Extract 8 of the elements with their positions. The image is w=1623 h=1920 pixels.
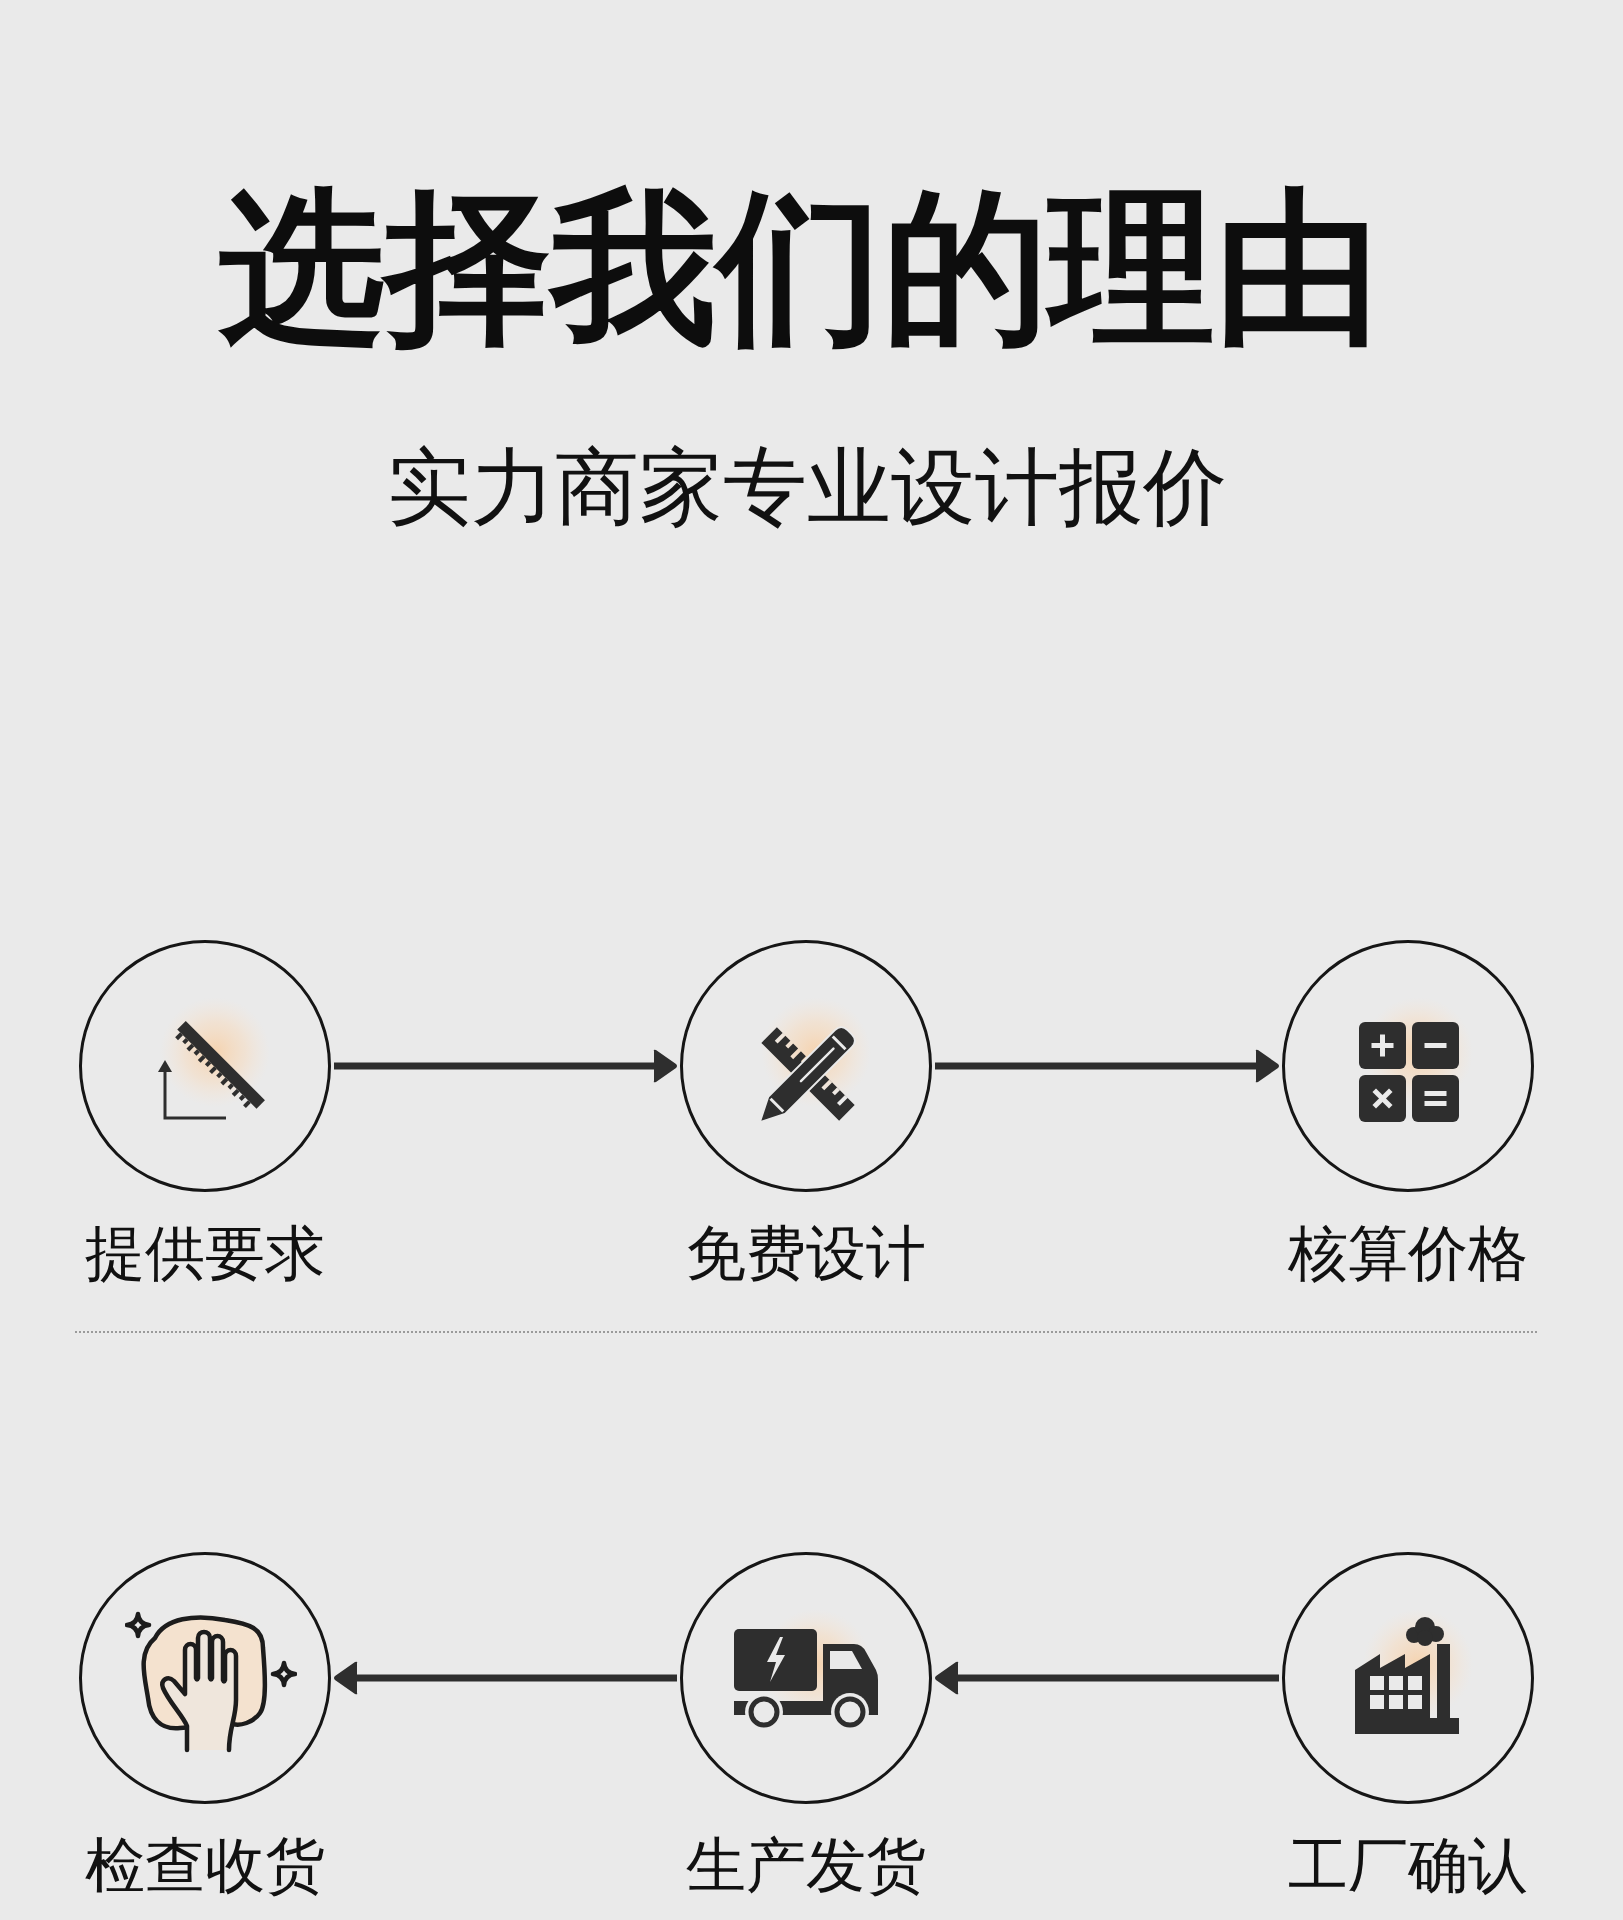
step-label: 核算价格 [1288,1223,1528,1283]
title: 选择我们的理由 [219,185,1381,351]
step-label: 工厂确认 [1288,1835,1528,1895]
subtitle: 实力商家专业设计报价 [387,445,1227,529]
step-label: 检查收货 [85,1835,325,1895]
step-label: 免费设计 [686,1223,926,1283]
step-label: 提供要求 [85,1223,325,1283]
step-label: 生产发货 [686,1835,926,1895]
